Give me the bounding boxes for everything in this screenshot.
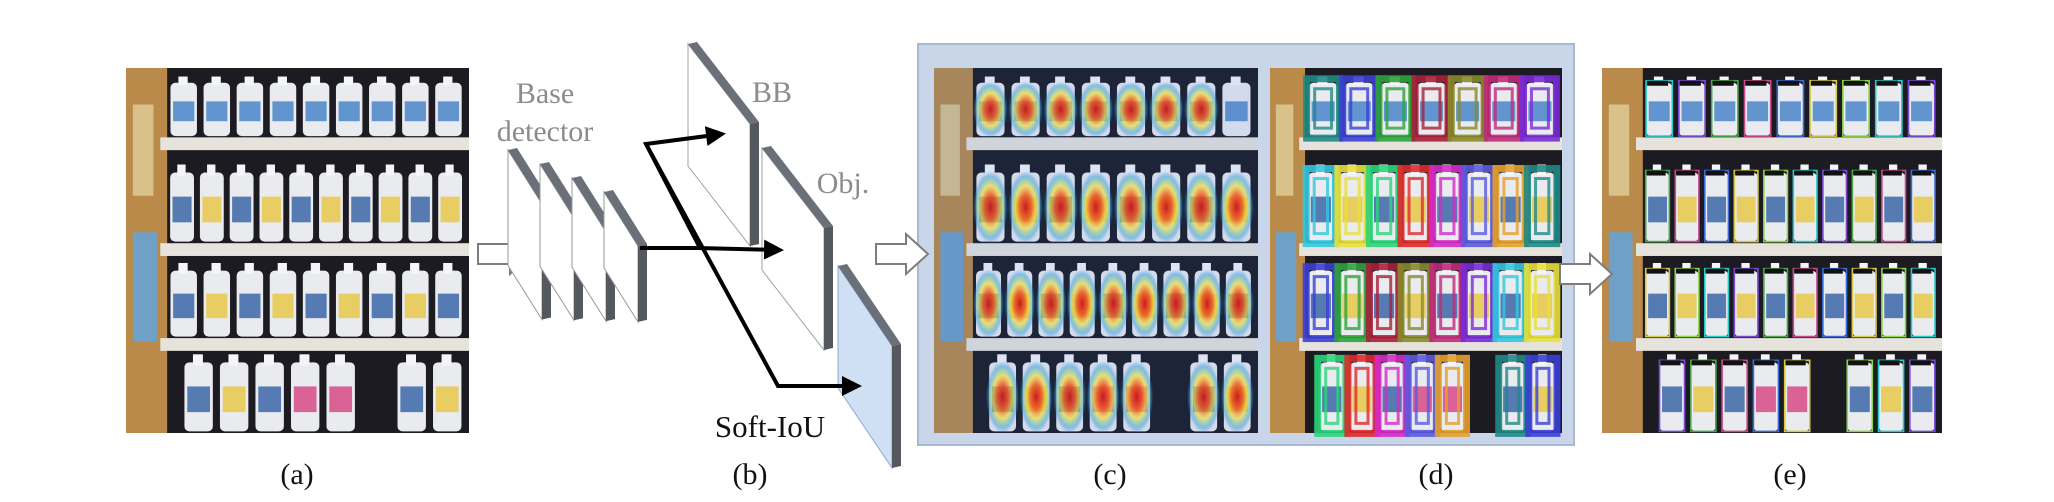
arrow-right-icon bbox=[875, 231, 930, 277]
caption-c: (c) bbox=[1093, 458, 1126, 491]
softiou-label: Soft-IoU bbox=[715, 409, 825, 444]
branch-arrows bbox=[640, 126, 862, 396]
caption-a: (a) bbox=[280, 458, 313, 491]
bb-plane bbox=[687, 42, 759, 248]
caption-d: (d) bbox=[1419, 458, 1454, 491]
heatmap-photo-c bbox=[934, 68, 1258, 433]
caption-e: (e) bbox=[1773, 458, 1806, 491]
base-detector-label-line2: detector bbox=[497, 115, 594, 148]
bb-label: BB bbox=[752, 76, 792, 109]
softiou-plane bbox=[837, 264, 901, 470]
base-detector-layers bbox=[507, 148, 647, 324]
obj-label: Obj. bbox=[817, 167, 870, 200]
shelf-photo-a bbox=[126, 68, 469, 433]
obj-plane bbox=[761, 146, 833, 352]
caption-b: (b) bbox=[733, 458, 768, 491]
base-detector-label-line1: Base bbox=[516, 77, 574, 110]
arrow-right-icon bbox=[1559, 251, 1614, 297]
final-detections-photo-e bbox=[1602, 68, 1942, 433]
clustered-boxes-photo-d bbox=[1270, 68, 1562, 437]
